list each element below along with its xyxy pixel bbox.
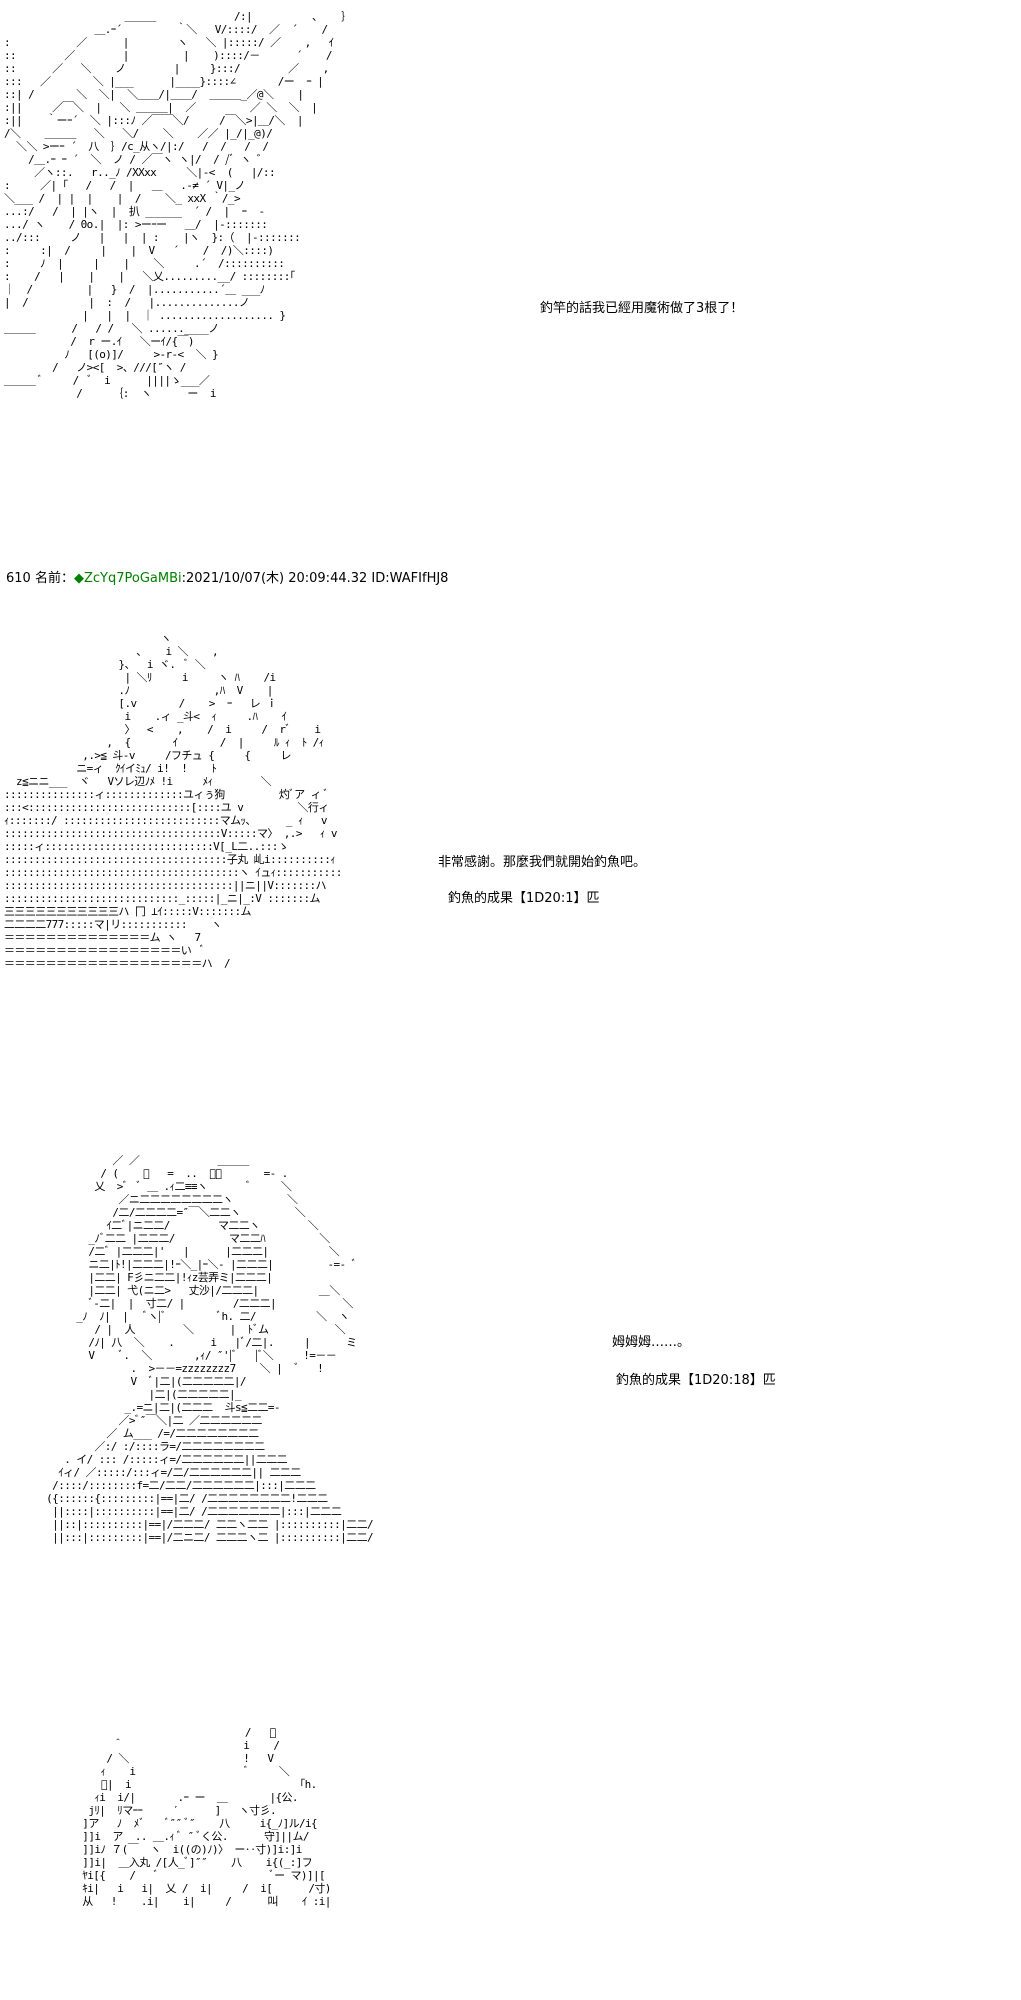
poster-trip[interactable]: ◆ZcYq7PoGaMBi <box>73 571 182 586</box>
poster-id[interactable]: ID:WAFIfHJ8 <box>371 571 449 586</box>
dialogue-line-5: 釣魚的成果【1D20:18】匹 <box>616 1373 776 1388</box>
dialogue-line-4: 姆姆姆……。 <box>612 1335 691 1350</box>
ascii-art-block-4: / ﾞ ＾ i / / ＼ ! V ｨ i ﾞ ＼ ﾞ| i ｢h. <box>82 1726 331 1908</box>
dialogue-line-3: 釣魚的成果【1D20:1】匹 <box>448 891 600 906</box>
post-number: 610 <box>6 571 31 586</box>
post-datetime: 2021/10/07(木) 20:09:44.32 <box>186 571 368 586</box>
name-label: 名前： <box>34 571 74 586</box>
dialogue-line-2: 非常感謝。那麼我們就開始釣魚吧。 <box>438 855 647 870</box>
ascii-art-block-3: ／ ／ ＿＿＿ / ( ﾞ = .. ＿＿ =- . 乂 >ﾞ ﾞ ＿ .ｨ二≡… <box>46 1154 373 1544</box>
post-header: 610 名前：◆ZcYq7PoGaMBi:2021/10/07(木) 20:09… <box>6 571 449 586</box>
ascii-art-block-1: ＿＿＿ /:| ､ ｝ ＿.ｰ´ ｀＼ V/::::/ ／ ´ / : ／ | … <box>4 10 352 400</box>
ascii-art-block-2: ヽ ､ i ＼ , }、 i ヾ. ﾞ ＼ | ＼ﾘ i ヽ ﾊ /i .ﾉ ,… <box>4 632 342 970</box>
dialogue-line-1: 釣竿的話我已經用魔術做了3根了！ <box>540 301 744 316</box>
